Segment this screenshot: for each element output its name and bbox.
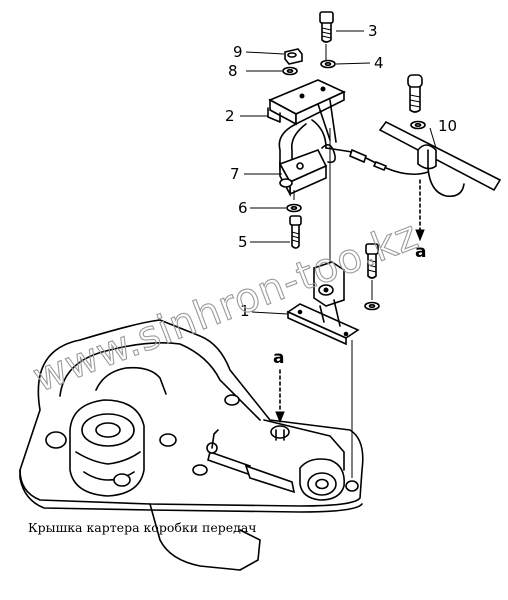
diagram-caption: Крышка картера коробки передач xyxy=(28,520,257,535)
part-10-clamp xyxy=(378,74,502,242)
part-2-bracket xyxy=(267,79,346,143)
callout-4: 4 xyxy=(374,54,384,72)
part-7-switch xyxy=(278,119,336,198)
part-1-bracket xyxy=(286,243,380,346)
callout-labels: 3 9 8 4 2 10 7 6 5 1 a a xyxy=(225,22,457,368)
part-9-nut xyxy=(284,48,303,65)
callout-10: 10 xyxy=(438,117,457,135)
leader-lines xyxy=(240,30,437,315)
part-5-bolt xyxy=(289,215,302,249)
part-6-washer xyxy=(286,203,302,213)
callout-9: 9 xyxy=(233,43,243,61)
view-marker-lower: a xyxy=(273,348,284,368)
callout-3: 3 xyxy=(368,22,378,40)
callout-6: 6 xyxy=(238,199,248,217)
view-marker-upper: a xyxy=(415,242,426,262)
cable xyxy=(325,147,429,176)
callout-1: 1 xyxy=(240,302,250,320)
callout-5: 5 xyxy=(238,233,248,251)
callout-7: 7 xyxy=(230,165,240,183)
part-4-washer xyxy=(320,59,336,69)
transmission-housing xyxy=(19,319,364,571)
view-arrow-lower xyxy=(275,369,285,424)
assembly-guide-lines xyxy=(293,44,373,478)
part-3-bolt xyxy=(319,11,334,43)
callout-8: 8 xyxy=(228,62,238,80)
part-8-washer xyxy=(282,66,298,76)
callout-2: 2 xyxy=(225,107,235,125)
